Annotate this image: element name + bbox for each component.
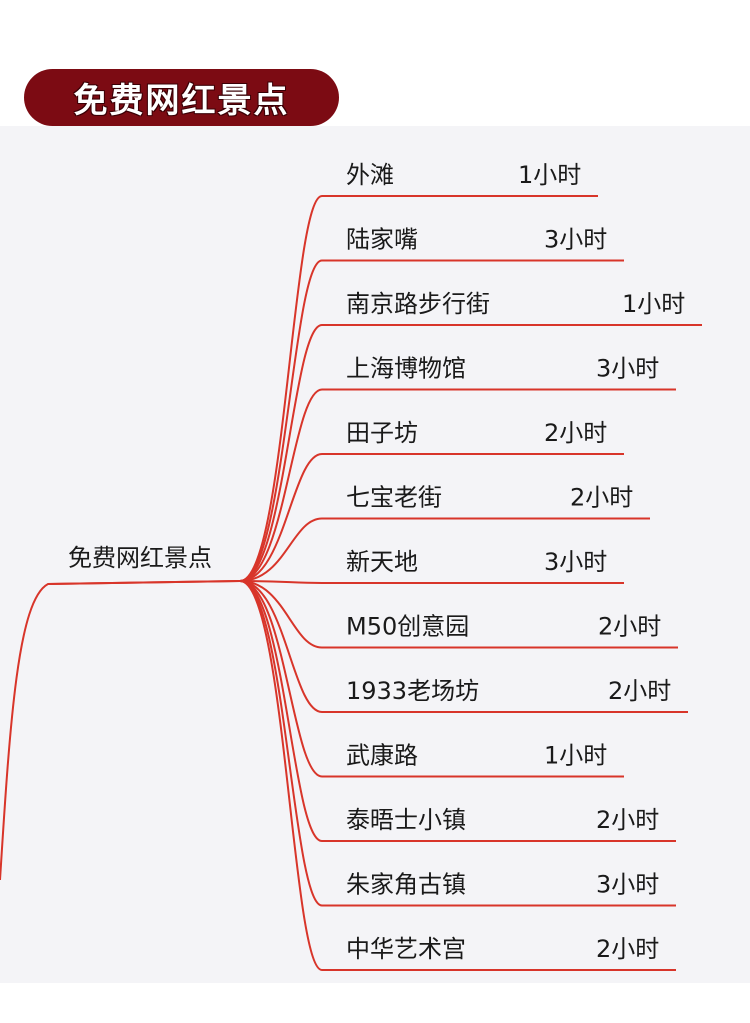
branch-duration: 2小时 [608,677,671,705]
branch-line [239,388,676,582]
branch-duration: 1小时 [518,161,581,189]
branch-item: 陆家嘴 3小时 [239,226,624,582]
branch-line [239,453,624,582]
banner-title: 免费网红景点 [73,81,290,121]
branch-line [239,259,624,582]
branch-name: 陆家嘴 [346,226,418,254]
branch-line [239,580,676,842]
branch-item: 新天地 3小时 [239,548,624,584]
branch-name: 朱家角古镇 [346,871,466,899]
branch-name: 武康路 [346,742,418,770]
branch-duration: 2小时 [596,806,659,834]
branch-item: 外滩 1小时 [239,161,598,582]
branch-name: 上海博物馆 [346,355,466,383]
branch-name: 田子坊 [346,419,418,447]
branch-item: 武康路 1小时 [239,580,624,778]
branch-line [239,580,676,907]
branch-line [239,580,678,649]
branch-item: 中华艺术宫 2小时 [239,580,676,971]
branch-name: 中华艺术宫 [346,935,466,963]
branch-duration: 2小时 [544,419,607,447]
branch-duration: 3小时 [596,355,659,383]
branch-duration: 2小时 [570,484,633,512]
branch-item: 1933老场坊 2小时 [239,580,688,713]
branch-duration: 1小时 [544,742,607,770]
branch-line [239,580,688,713]
branch-line [239,517,650,582]
branch-duration: 3小时 [596,871,659,899]
branch-item: 泰晤士小镇 2小时 [239,580,676,842]
branch-line [239,195,598,582]
branch-name: 1933老场坊 [346,677,479,705]
branch-line [239,580,624,778]
branch-name: 泰晤士小镇 [346,806,466,834]
branch-name: 新天地 [346,548,418,576]
branch-item: 七宝老街 2小时 [239,484,650,582]
root-label: 免费网红景点 [68,544,212,572]
branch-item: 田子坊 2小时 [239,419,624,582]
branch-item: 南京路步行街 1小时 [239,290,702,582]
title-banner: 免费网红景点 [24,69,339,126]
branch-name: 南京路步行街 [346,290,490,318]
branch-line [239,580,624,584]
branch-duration: 3小时 [544,226,607,254]
branch-name: M50创意园 [346,613,469,641]
branch-duration: 3小时 [544,548,607,576]
branch-item: 朱家角古镇 3小时 [239,580,676,907]
root-underline [47,580,241,585]
root-trunk-line [0,580,241,881]
branch-line [239,324,702,582]
branch-duration: 1小时 [622,290,685,318]
branch-name: 七宝老街 [346,484,442,512]
branch-duration: 2小时 [596,935,659,963]
branch-name: 外滩 [346,161,394,189]
branch-duration: 2小时 [598,613,661,641]
branch-item: 上海博物馆 3小时 [239,355,676,582]
branch-line [239,580,676,971]
branch-item: M50创意园 2小时 [239,580,678,649]
